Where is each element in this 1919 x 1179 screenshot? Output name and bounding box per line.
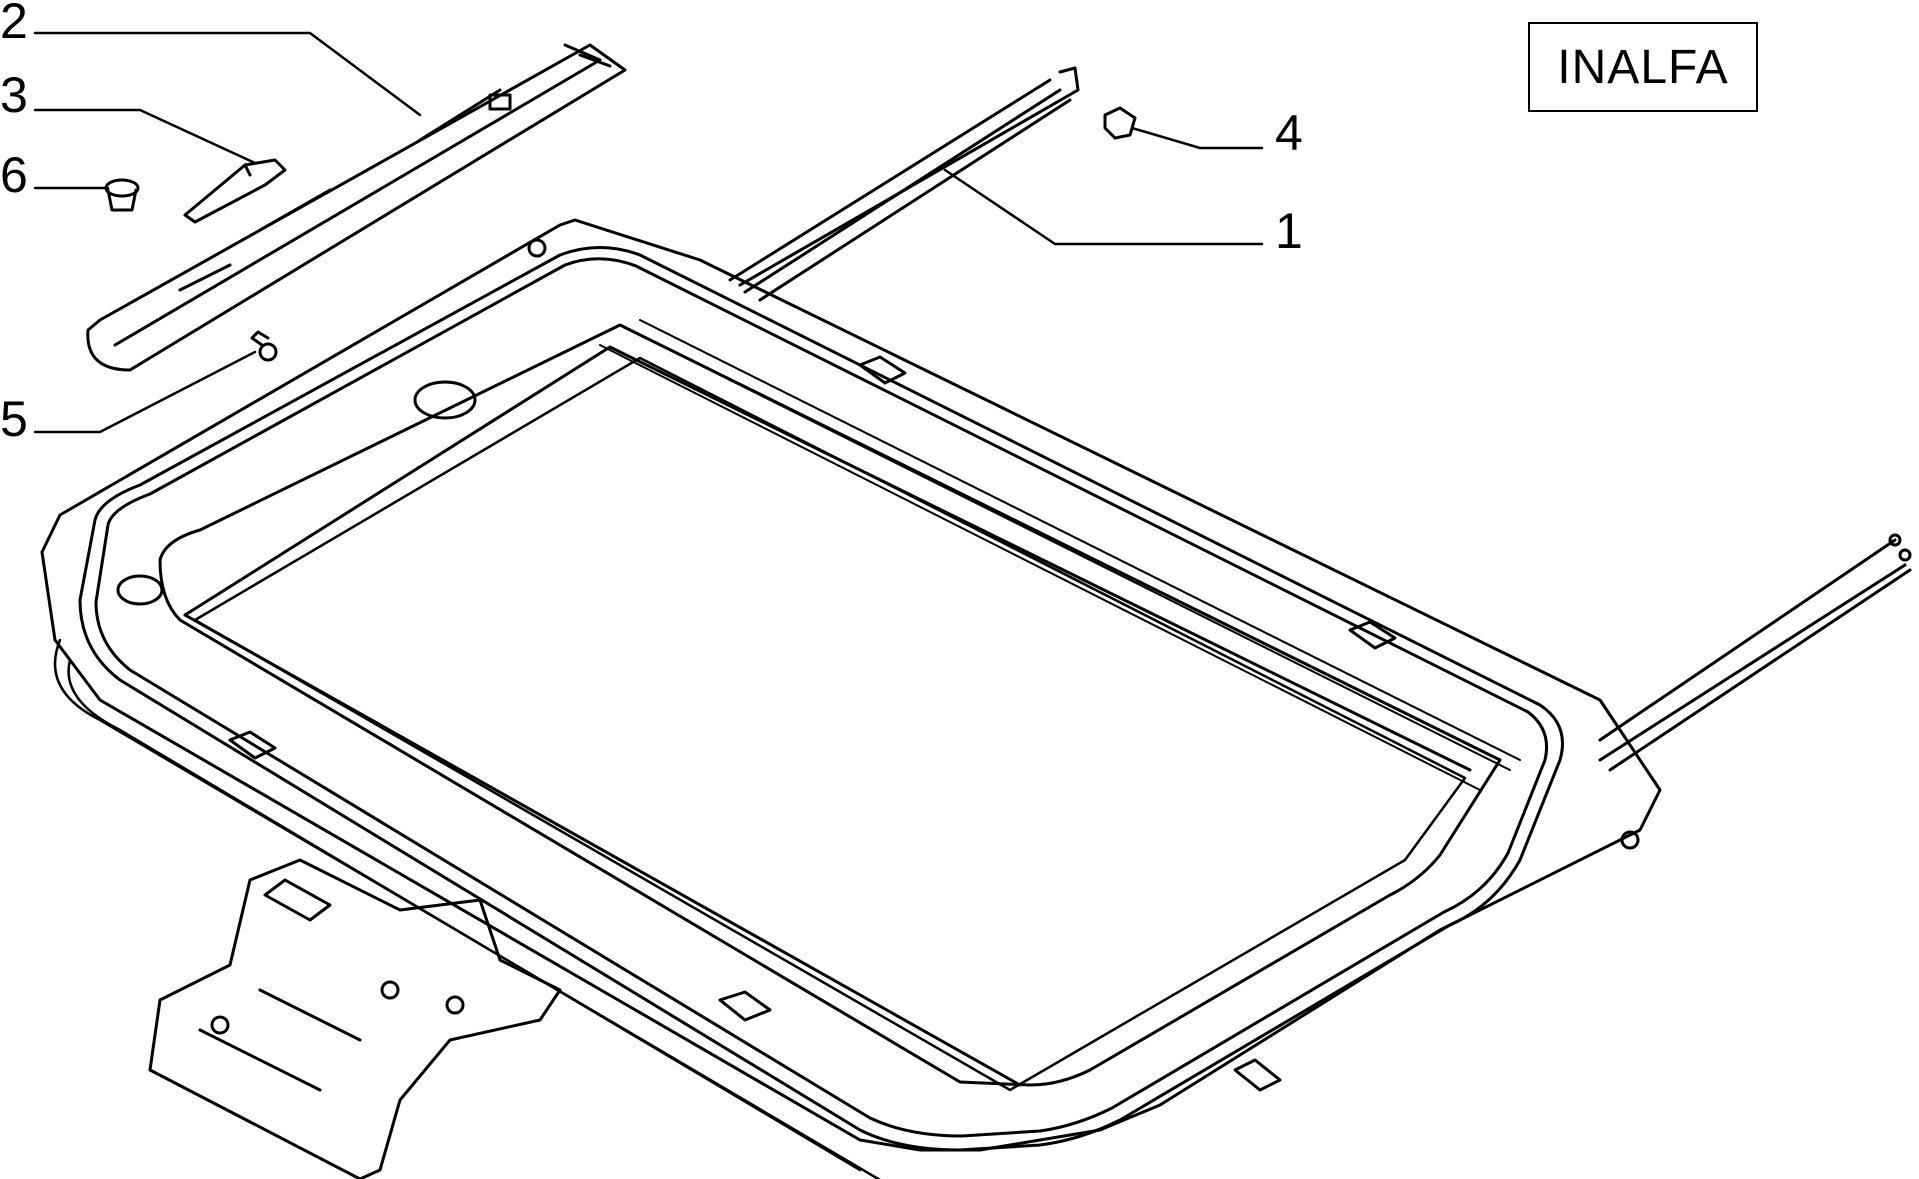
leader-line-1 <box>943 168 1264 246</box>
callout-2: 2 <box>0 0 28 49</box>
callout-5: 5 <box>0 391 28 447</box>
leader-line-3 <box>33 108 257 165</box>
callout-3: 3 <box>0 67 28 123</box>
brand-label: INALFA <box>1528 22 1758 112</box>
bracket-part-3 <box>183 158 287 224</box>
leader-line-2 <box>33 31 422 117</box>
callout-6: 6 <box>0 147 28 203</box>
leader-line-5 <box>33 350 257 434</box>
leader-line-4 <box>1130 126 1264 150</box>
screw-part-5 <box>250 330 278 362</box>
callout-numbers: 1 2 3 4 5 6 <box>0 0 1303 447</box>
sunroof-frame <box>40 218 1912 1179</box>
leader-lines <box>33 31 1264 434</box>
drive-bracket-plate <box>148 858 562 1179</box>
guide-rail-part-1 <box>728 66 1080 302</box>
callout-4: 4 <box>1275 105 1303 161</box>
callout-1: 1 <box>1275 203 1303 259</box>
clip-part-4 <box>1103 106 1137 140</box>
plug-part-6 <box>104 178 140 212</box>
slide-mechanism-part-2 <box>86 43 627 372</box>
